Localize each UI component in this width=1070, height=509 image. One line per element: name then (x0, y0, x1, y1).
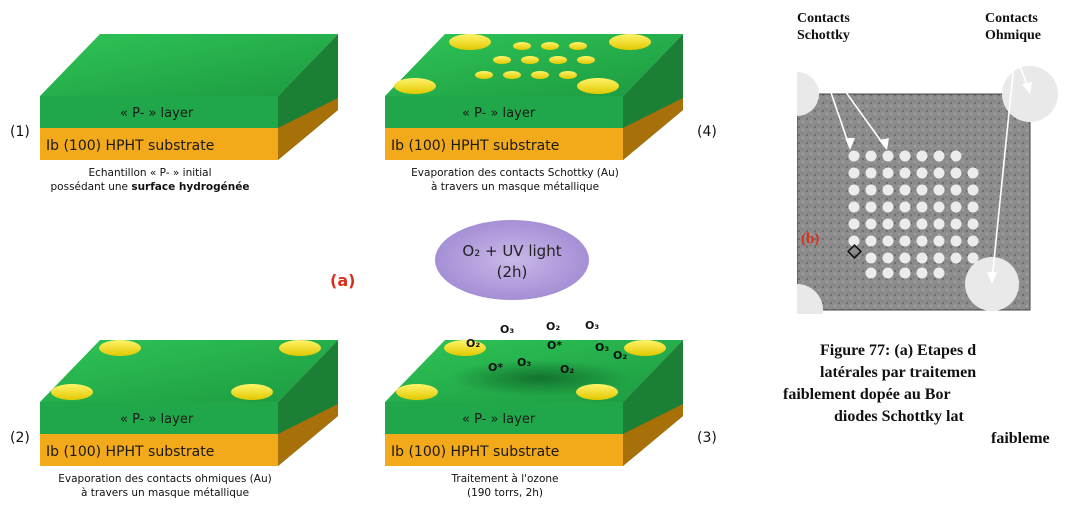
ozone-label: O₃ (595, 341, 609, 354)
ohmic-contact (99, 340, 141, 356)
caption-step-1: Echantillon « P- » initial possédant une… (50, 167, 250, 193)
marker-diamond (847, 244, 862, 259)
substrate-label: Ib (100) HPHT substrate (391, 444, 559, 460)
substrate-label: Ib (100) HPHT substrate (46, 138, 214, 154)
ohmic-contact (231, 384, 273, 400)
caption-step-4: Evaporation des contacts Schottky (Au) à… (411, 167, 619, 193)
block-step-4: « P- » layer Ib (100) HPHT substrate (385, 34, 683, 160)
ozone-label: O₃ (500, 323, 514, 336)
process-diagram: « P- » layer Ib (100) HPHT substrate « (40, 34, 683, 466)
caption-step-3: Traitement à l'ozone (190 torrs, 2h) (451, 473, 559, 499)
step-number-2: (2) (10, 430, 30, 446)
substrate-label: Ib (100) HPHT substrate (46, 444, 214, 460)
ohmic-contacts-heading: Contacts Ohmique (985, 11, 1042, 43)
step-number-4: (4) (697, 124, 717, 140)
block-step-2: « P- » layer Ib (100) HPHT substrate (40, 340, 338, 466)
layer-label: « P- » layer (120, 412, 194, 427)
caption-step-2: Evaporation des contacts ohmiques (Au) à… (58, 473, 272, 499)
label-a: (a) (330, 271, 356, 290)
layer-label: « P- » layer (462, 412, 536, 427)
schottky-contacts (475, 42, 595, 79)
substrate-label: Ib (100) HPHT substrate (391, 138, 559, 154)
microscope-photo (797, 52, 1058, 314)
ohmic-contact (609, 34, 651, 50)
figure-caption: Figure 77: (a) Etapes d latérales par tr… (783, 342, 1050, 447)
ozone-label: O₂ (560, 363, 574, 376)
ozone-label: O₂ (613, 349, 627, 362)
ozone-label: O* (547, 339, 562, 352)
uv-light-cloud: O₂ + UV light (2h) (435, 220, 589, 300)
schottky-contacts-heading: Contacts Schottky (797, 11, 850, 43)
step-number-3: (3) (697, 430, 717, 446)
ohmic-contact (394, 78, 436, 94)
ozone-molecules: O₃ O₂ O₃ O₂ O* O₃ O₂ O* O₃ O₂ (466, 319, 627, 376)
ohmic-contact (51, 384, 93, 400)
ohmic-contact (624, 340, 666, 356)
uv-text-line2: (2h) (497, 263, 528, 281)
ohmic-contact (576, 384, 618, 400)
schottky-dot-grid (848, 150, 979, 279)
block-step-1: « P- » layer Ib (100) HPHT substrate (40, 34, 338, 160)
ohmic-contact (449, 34, 491, 50)
ozone-label: O₂ (546, 320, 560, 333)
ohmic-contact (396, 384, 438, 400)
ozone-label: O* (488, 361, 503, 374)
label-b: (b) (801, 231, 820, 247)
ohmic-contact (279, 340, 321, 356)
step-number-1: (1) (10, 124, 30, 140)
layer-label: « P- » layer (120, 106, 194, 121)
layer-label: « P- » layer (462, 106, 536, 121)
ozone-label: O₃ (585, 319, 599, 332)
ozone-label: O₃ (517, 356, 531, 369)
ohmic-contact (577, 78, 619, 94)
uv-text-line1: O₂ + UV light (462, 242, 561, 260)
ozone-label: O₂ (466, 337, 480, 350)
ohmic-contact (444, 340, 486, 356)
block-step-3: « P- » layer Ib (100) HPHT substrate O₃ … (385, 319, 683, 466)
arrow-heads (845, 82, 1032, 284)
